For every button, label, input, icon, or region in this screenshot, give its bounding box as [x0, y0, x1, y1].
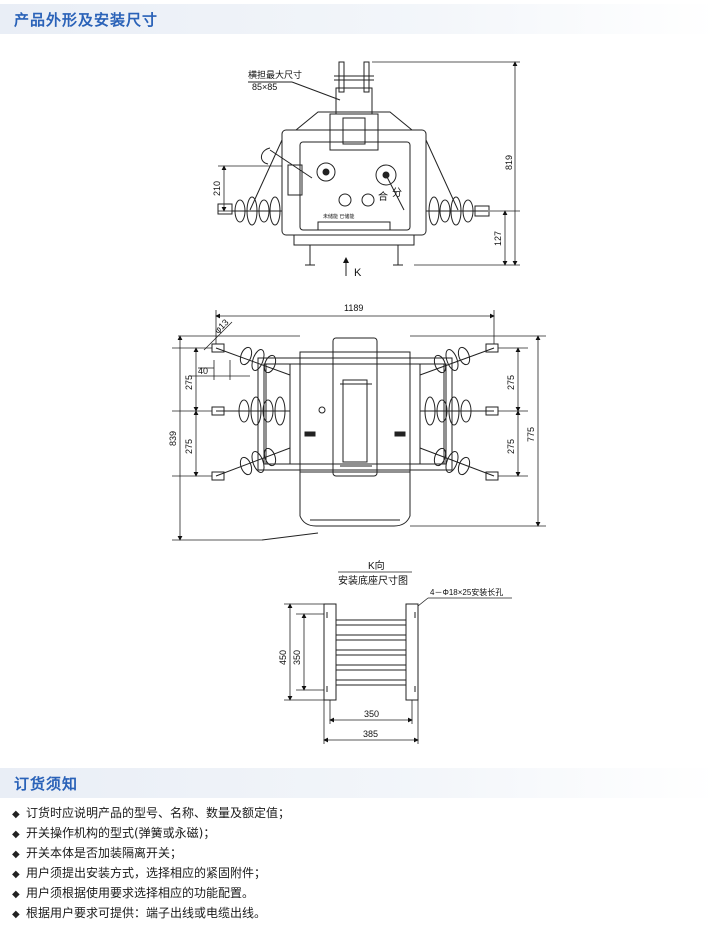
dim-275-left-bottom: 275: [184, 439, 194, 454]
list-item: ◆ 开关操作机构的型式(弹簧或永磁)；: [12, 823, 702, 843]
front-view: [217, 61, 490, 266]
diamond-bullet-icon: ◆: [12, 809, 20, 820]
dim-127: 127: [493, 231, 503, 246]
ordering-notes-list: ◆ 订货时应说明产品的型号、名称、数量及额定值； ◆ 开关操作机构的型式(弹簧或永磁…: [12, 803, 702, 923]
list-item: ◆ 用户须根据使用要求选择相应的功能配置。: [12, 883, 702, 903]
dim-275-right-bottom: 275: [506, 439, 516, 454]
holes-label: 4－Φ18×25安装长孔: [430, 587, 503, 597]
k-view-base: [323, 603, 419, 701]
dim-1189: 1189: [344, 303, 363, 313]
diamond-bullet-icon: ◆: [12, 869, 20, 880]
note-text: 开关本体是否加装隔离开关；: [26, 846, 183, 860]
note-text: 用户须根据使用要求选择相应的功能配置。: [26, 886, 255, 900]
note-text: 订货时应说明产品的型号、名称、数量及额定值；: [26, 806, 291, 820]
panel-spring-label: 未储能 已储能: [323, 213, 354, 220]
dim-phi13: φ13: [212, 317, 230, 335]
diamond-bullet-icon: ◆: [12, 889, 20, 900]
dim-210: 210: [212, 181, 222, 196]
list-item: ◆ 订货时应说明产品的型号、名称、数量及额定值；: [12, 803, 702, 823]
dim-775: 775: [526, 427, 536, 442]
dim-819: 819: [504, 155, 514, 170]
list-item: ◆ 用户须提出安装方式，选择相应的紧固附件；: [12, 863, 702, 883]
k-view-title: K向: [368, 559, 385, 572]
front-callout-line1: 横担最大尺寸: [248, 69, 302, 80]
front-right-insulator: [426, 196, 490, 226]
view-arrow-label: K: [354, 267, 362, 279]
section-header-dimensions: 产品外形及安装尺寸: [0, 4, 718, 34]
dim-350-vertical: 350: [292, 650, 302, 665]
diamond-bullet-icon: ◆: [12, 829, 20, 840]
front-callout-line2: 85×85: [252, 82, 277, 92]
dim-350-horizontal: 350: [364, 709, 379, 719]
section-header-ordering: 订货须知: [0, 768, 718, 798]
k-view-dims: [284, 603, 419, 744]
top-dims: [172, 310, 546, 541]
top-left-insulators: [211, 343, 291, 481]
technical-drawing: 横担最大尺寸 85×85 合 分 未储能 已储能 819 210 127 K: [168, 61, 546, 744]
top-view: [211, 337, 499, 541]
list-item: ◆ 根据用户要求可提供：端子出线或电缆出线。: [12, 903, 702, 923]
list-item: ◆ 开关本体是否加装隔离开关；: [12, 843, 702, 863]
top-right-insulators: [419, 343, 499, 481]
note-text: 用户须提出安装方式，选择相应的紧固附件；: [26, 866, 267, 880]
dim-275-right-top: 275: [506, 375, 516, 390]
k-view-subtitle: 安装底座尺寸图: [338, 574, 408, 587]
front-dims: [218, 61, 520, 266]
dim-275-left-top: 275: [184, 375, 194, 390]
diamond-bullet-icon: ◆: [12, 909, 20, 920]
front-left-insulator: [217, 196, 282, 226]
section-title-ordering: 订货须知: [14, 775, 79, 793]
diamond-bullet-icon: ◆: [12, 849, 20, 860]
note-text: 根据用户要求可提供：端子出线或电缆出线。: [26, 906, 267, 920]
panel-close-label: 分: [392, 187, 402, 199]
dim-839: 839: [168, 431, 178, 446]
dim-385: 385: [363, 729, 378, 739]
dim-40: 40: [198, 366, 208, 376]
note-text: 开关操作机构的型式(弹簧或永磁)；: [26, 826, 216, 840]
panel-open-label: 合: [378, 190, 388, 203]
dim-450: 450: [278, 650, 288, 665]
section-title-dimensions: 产品外形及安装尺寸: [14, 11, 159, 29]
